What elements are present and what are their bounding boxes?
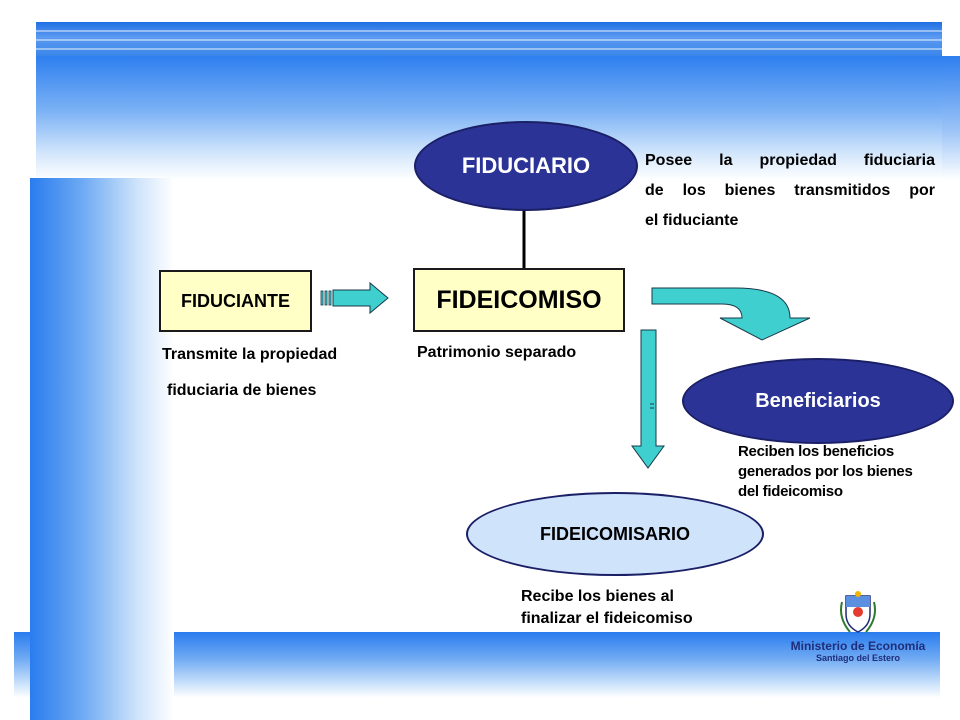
- arrow-fideicomiso-to-beneficiarios: [651, 287, 811, 341]
- node-fiduciario: FIDUCIARIO: [414, 121, 638, 211]
- left-column-band: [30, 178, 174, 720]
- note-line: generados por los bienes: [738, 463, 913, 480]
- note-line: el fiduciante: [645, 212, 739, 229]
- node-beneficiarios: Beneficiarios: [682, 358, 954, 444]
- note-line: Recibe los bienes al: [521, 588, 674, 605]
- arrow-fideicomiso-to-fideicomisario: [631, 329, 665, 469]
- coat-of-arms-icon: [840, 591, 876, 633]
- top-band: [36, 22, 942, 56]
- note-fideicomisario: Recibe los bienes al finalizar el fideic…: [521, 586, 693, 630]
- note-beneficiarios: Reciben los beneficios generados por los…: [738, 442, 960, 502]
- note-line: del fideicomiso: [738, 483, 843, 500]
- band-stripe: [36, 39, 942, 41]
- band-stripe: [36, 30, 942, 32]
- note-line: Posee la propiedad fiduciaria: [645, 152, 935, 169]
- note-fiduciante-line-1: Transmite la propiedad: [162, 346, 338, 363]
- node-fideicomiso: FIDEICOMISO: [413, 268, 625, 332]
- note-fiduciario: Posee la propiedad fiduciaria de los bie…: [645, 146, 935, 236]
- note-line: finalizar el fideicomiso: [521, 610, 693, 627]
- footer-notch: [14, 698, 30, 720]
- node-fideicomisario: FIDEICOMISARIO: [466, 492, 764, 576]
- note-line: Reciben los beneficios: [738, 443, 894, 460]
- note-fideicomiso: Patrimonio separado: [417, 344, 577, 361]
- note-line: de los bienes transmitidos por: [645, 182, 935, 199]
- node-fiduciante: FIDUCIANTE: [159, 270, 312, 332]
- band-stripe: [36, 48, 942, 50]
- note-fiduciante-line-2: fiduciaria de bienes: [167, 382, 317, 399]
- header-band-edge: [942, 56, 960, 180]
- arrow-fiduciante-to-fideicomiso: [320, 281, 389, 315]
- ministry-name: Ministerio de Economía: [790, 639, 926, 653]
- ministry-location: Santiago del Estero: [815, 653, 901, 663]
- ministry-logo: Ministerio de Economía Santiago del Este…: [776, 590, 940, 663]
